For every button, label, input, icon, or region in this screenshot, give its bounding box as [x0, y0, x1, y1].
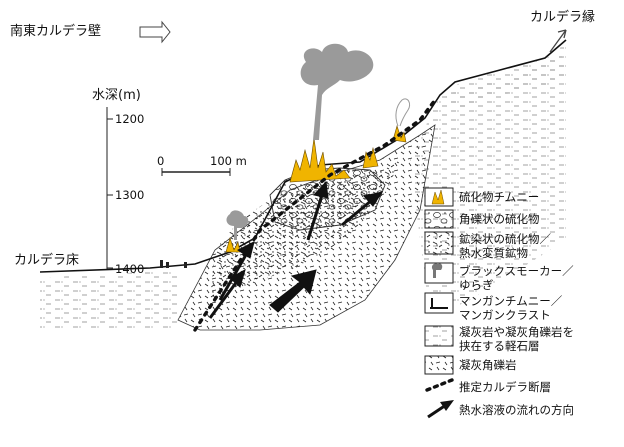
- shimmering-plume: [395, 98, 411, 127]
- legend-label: 熱水溶液の流れの方向: [459, 403, 574, 417]
- rim-arrow: [549, 29, 567, 53]
- scale-label-zero: 0: [157, 154, 165, 168]
- flow-arrows: [208, 180, 384, 319]
- depth-axis: [106, 107, 113, 270]
- depth-tick-1400: 1400: [115, 262, 145, 276]
- wall-direction-arrow: [139, 20, 171, 44]
- scale-bar: [161, 168, 231, 176]
- caldera-floor-label: カルデラ床: [14, 253, 80, 268]
- legend-label-line2: 熱水変質鉱物: [459, 246, 528, 260]
- legend-label: マンガンチムニー／: [459, 294, 563, 308]
- legend-label: ブラックスモーカー／: [459, 264, 574, 278]
- pumice-layer-upper: [445, 55, 566, 110]
- legend-label: 凝灰岩や凝灰角礫岩を: [459, 325, 574, 339]
- scale-label-100m: 100 m: [210, 154, 247, 168]
- caldera-rim-label: カルデラ縁: [530, 10, 596, 25]
- legend-swatches: [424, 187, 454, 419]
- legend-label: 凝灰角礫岩: [459, 358, 517, 372]
- legend-label: 鉱染状の硫化物／: [459, 232, 551, 246]
- legend-label: 硫化物チムニー: [459, 190, 540, 204]
- legend-label-line2: マンガンクラスト: [459, 308, 551, 322]
- sulfide-chimneys: [225, 124, 407, 253]
- legend-label: 角礫状の硫化物: [459, 212, 540, 226]
- water-depth-label: 水深(m): [92, 88, 141, 103]
- pumice-layer: [40, 270, 180, 330]
- legend-label-line2: 挟在する軽石層: [459, 339, 540, 353]
- legend-label: 推定カルデラ断層: [459, 380, 551, 394]
- seafloor-profile: [39, 39, 567, 273]
- depth-tick-1300: 1300: [115, 188, 145, 202]
- black-smoker-plumes: [226, 43, 374, 240]
- manganese-chimneys: [160, 260, 187, 268]
- depth-tick-1200: 1200: [115, 112, 145, 126]
- south-east-wall-label: 南東カルデラ壁: [10, 24, 102, 39]
- legend-label-line2: ゆらぎ: [459, 278, 494, 292]
